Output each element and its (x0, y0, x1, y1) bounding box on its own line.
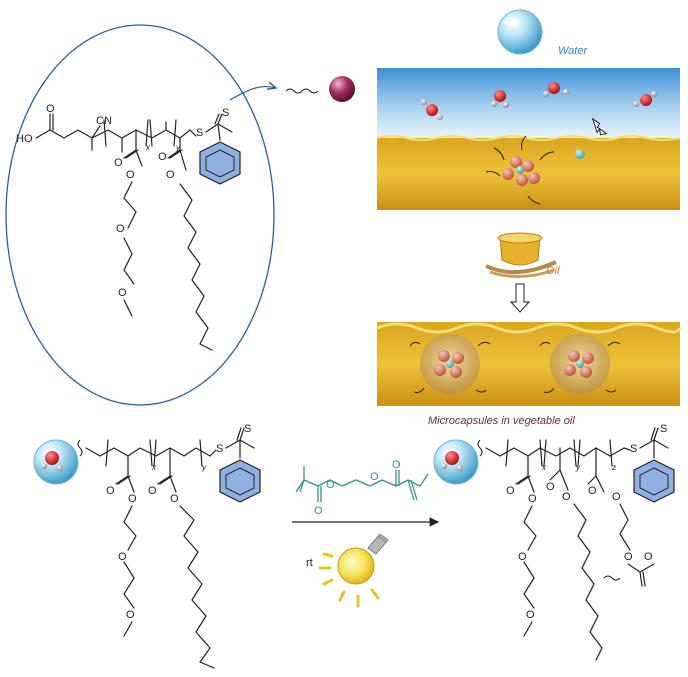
s-label: S (222, 107, 229, 119)
o-label: O (126, 609, 135, 621)
water-droplet-icon (33, 439, 79, 485)
o-label: O (166, 169, 175, 181)
microcapsules-caption: Microcapsules in vegetable oil (428, 415, 575, 427)
microcapsule-panel (376, 322, 682, 406)
water-molecule-icon (633, 91, 657, 107)
o-label: O (370, 471, 379, 483)
polymer-structure-product: x y z O O O O O O O O O O S S (477, 423, 675, 661)
o-label: O (314, 505, 323, 517)
water-molecule-icon (421, 99, 443, 120)
benzene-ring (219, 459, 261, 503)
o-label: O (624, 551, 633, 563)
y-subscript: y (575, 463, 581, 472)
o-label: O (128, 493, 137, 505)
oil-label: Oil (546, 265, 560, 277)
o-label: O (644, 551, 653, 563)
y-subscript: y (201, 463, 207, 472)
water-oil-interface-panel (376, 68, 681, 210)
o-label: O (46, 103, 55, 115)
o-label: O (118, 287, 127, 299)
s-label: S (196, 127, 203, 139)
water-droplet-icon (497, 9, 543, 55)
o-label: O (518, 551, 527, 563)
s-label: S (216, 443, 223, 455)
o-label: O (126, 169, 135, 181)
rice-oil-bowl-icon (485, 232, 557, 279)
o-label: O (392, 459, 401, 471)
o-label: O (114, 157, 123, 169)
pointer-arrow (229, 87, 276, 101)
o-label: O (588, 485, 597, 497)
o-label: O (506, 485, 515, 497)
microcapsule-icon (539, 334, 621, 394)
y-subscript: y (175, 143, 181, 152)
polymer-structure-top: HO O CN x y O O O O O O (16, 103, 241, 351)
x-subscript: x (541, 463, 547, 472)
ho-label: HO (16, 133, 33, 145)
water-droplet-icon (433, 439, 479, 485)
monomer-structure: O O O O (295, 459, 429, 517)
o-label: O (562, 491, 571, 503)
light-bulb-icon (318, 533, 389, 608)
microcapsule-icon (409, 334, 491, 394)
down-arrow-icon (509, 283, 531, 313)
water-molecule-icon (491, 90, 509, 108)
o-label: O (526, 609, 535, 621)
benzene-ring (633, 459, 675, 503)
o-label: O (106, 485, 115, 497)
s-label: S (244, 423, 251, 435)
s-label: S (660, 423, 667, 435)
o-label: O (170, 493, 179, 505)
star-micelle-icon (485, 135, 555, 205)
o-label: O (158, 151, 167, 163)
diffusion-arrow-icon (591, 117, 608, 136)
o-label: O (612, 491, 621, 503)
o-label: O (118, 551, 127, 563)
water-molecule-icon (543, 82, 569, 97)
x-subscript: x (151, 463, 157, 472)
water-bead-icon (575, 149, 585, 159)
polymer-bead-icon (285, 76, 355, 102)
z-subscript: z (611, 463, 616, 472)
o-label: O (546, 481, 555, 493)
o-label: O (326, 479, 335, 491)
o-label: O (116, 223, 125, 235)
rt-label: rt (306, 557, 313, 569)
x-subscript: x (145, 143, 151, 152)
highlight-ellipse (5, 24, 275, 406)
water-label: Water (558, 45, 588, 57)
benzene-ring (199, 141, 241, 185)
o-label: O (148, 485, 157, 497)
s-label: S (630, 443, 637, 455)
o-label: O (528, 493, 537, 505)
polymer-structure-bottom-left: x y O O O O O O S S (77, 423, 261, 669)
